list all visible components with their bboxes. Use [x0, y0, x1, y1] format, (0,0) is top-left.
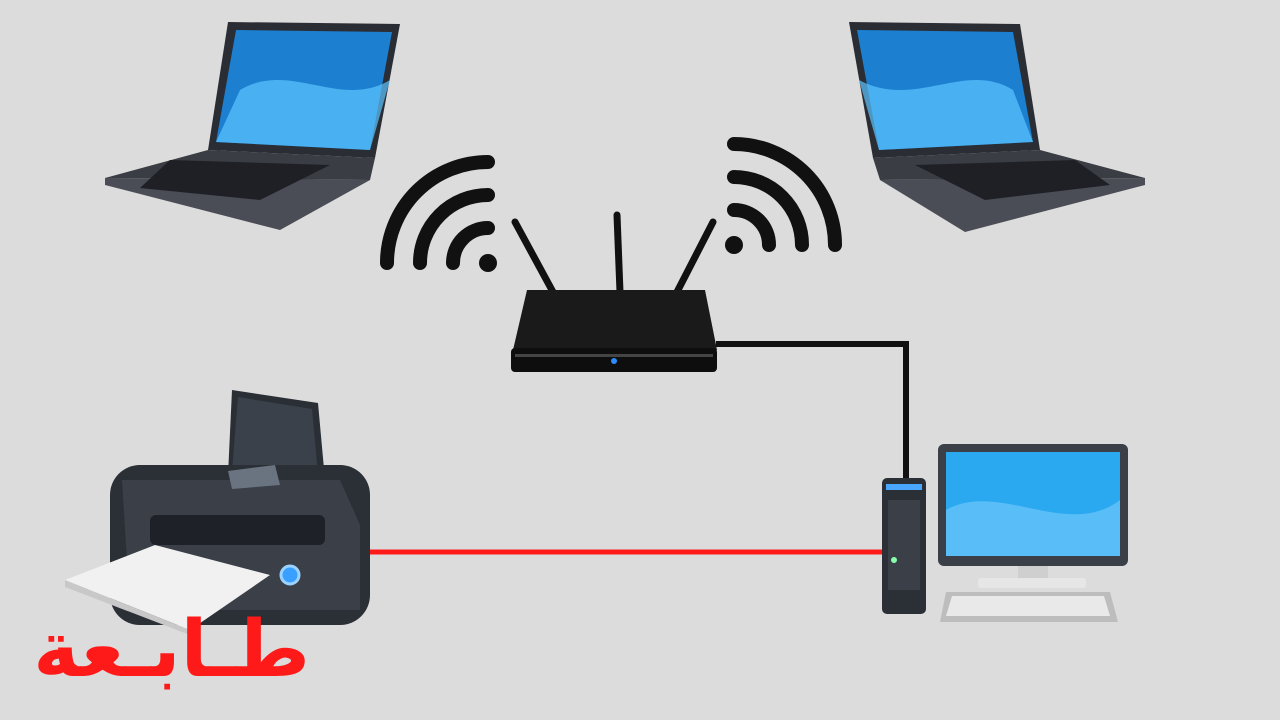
wifi-router-icon: [511, 211, 717, 372]
desktop-computer: [882, 444, 1128, 622]
printer-label: طـابـعة: [33, 605, 310, 695]
router: [511, 211, 717, 372]
desktop-computer-icon: [882, 444, 1128, 622]
printer: [65, 390, 370, 635]
wifi-signal-icon: [380, 155, 497, 272]
wifi-signal-right: [725, 137, 842, 254]
laptop-icon: [105, 22, 400, 230]
wifi-signal-icon: [725, 137, 842, 254]
router-to-desktop-cable: [716, 341, 909, 478]
laptop-left: [105, 22, 400, 230]
laptop-right: [849, 22, 1145, 232]
printer-icon: [65, 390, 370, 635]
wifi-signal-left: [380, 155, 497, 272]
laptop-icon: [849, 22, 1145, 232]
